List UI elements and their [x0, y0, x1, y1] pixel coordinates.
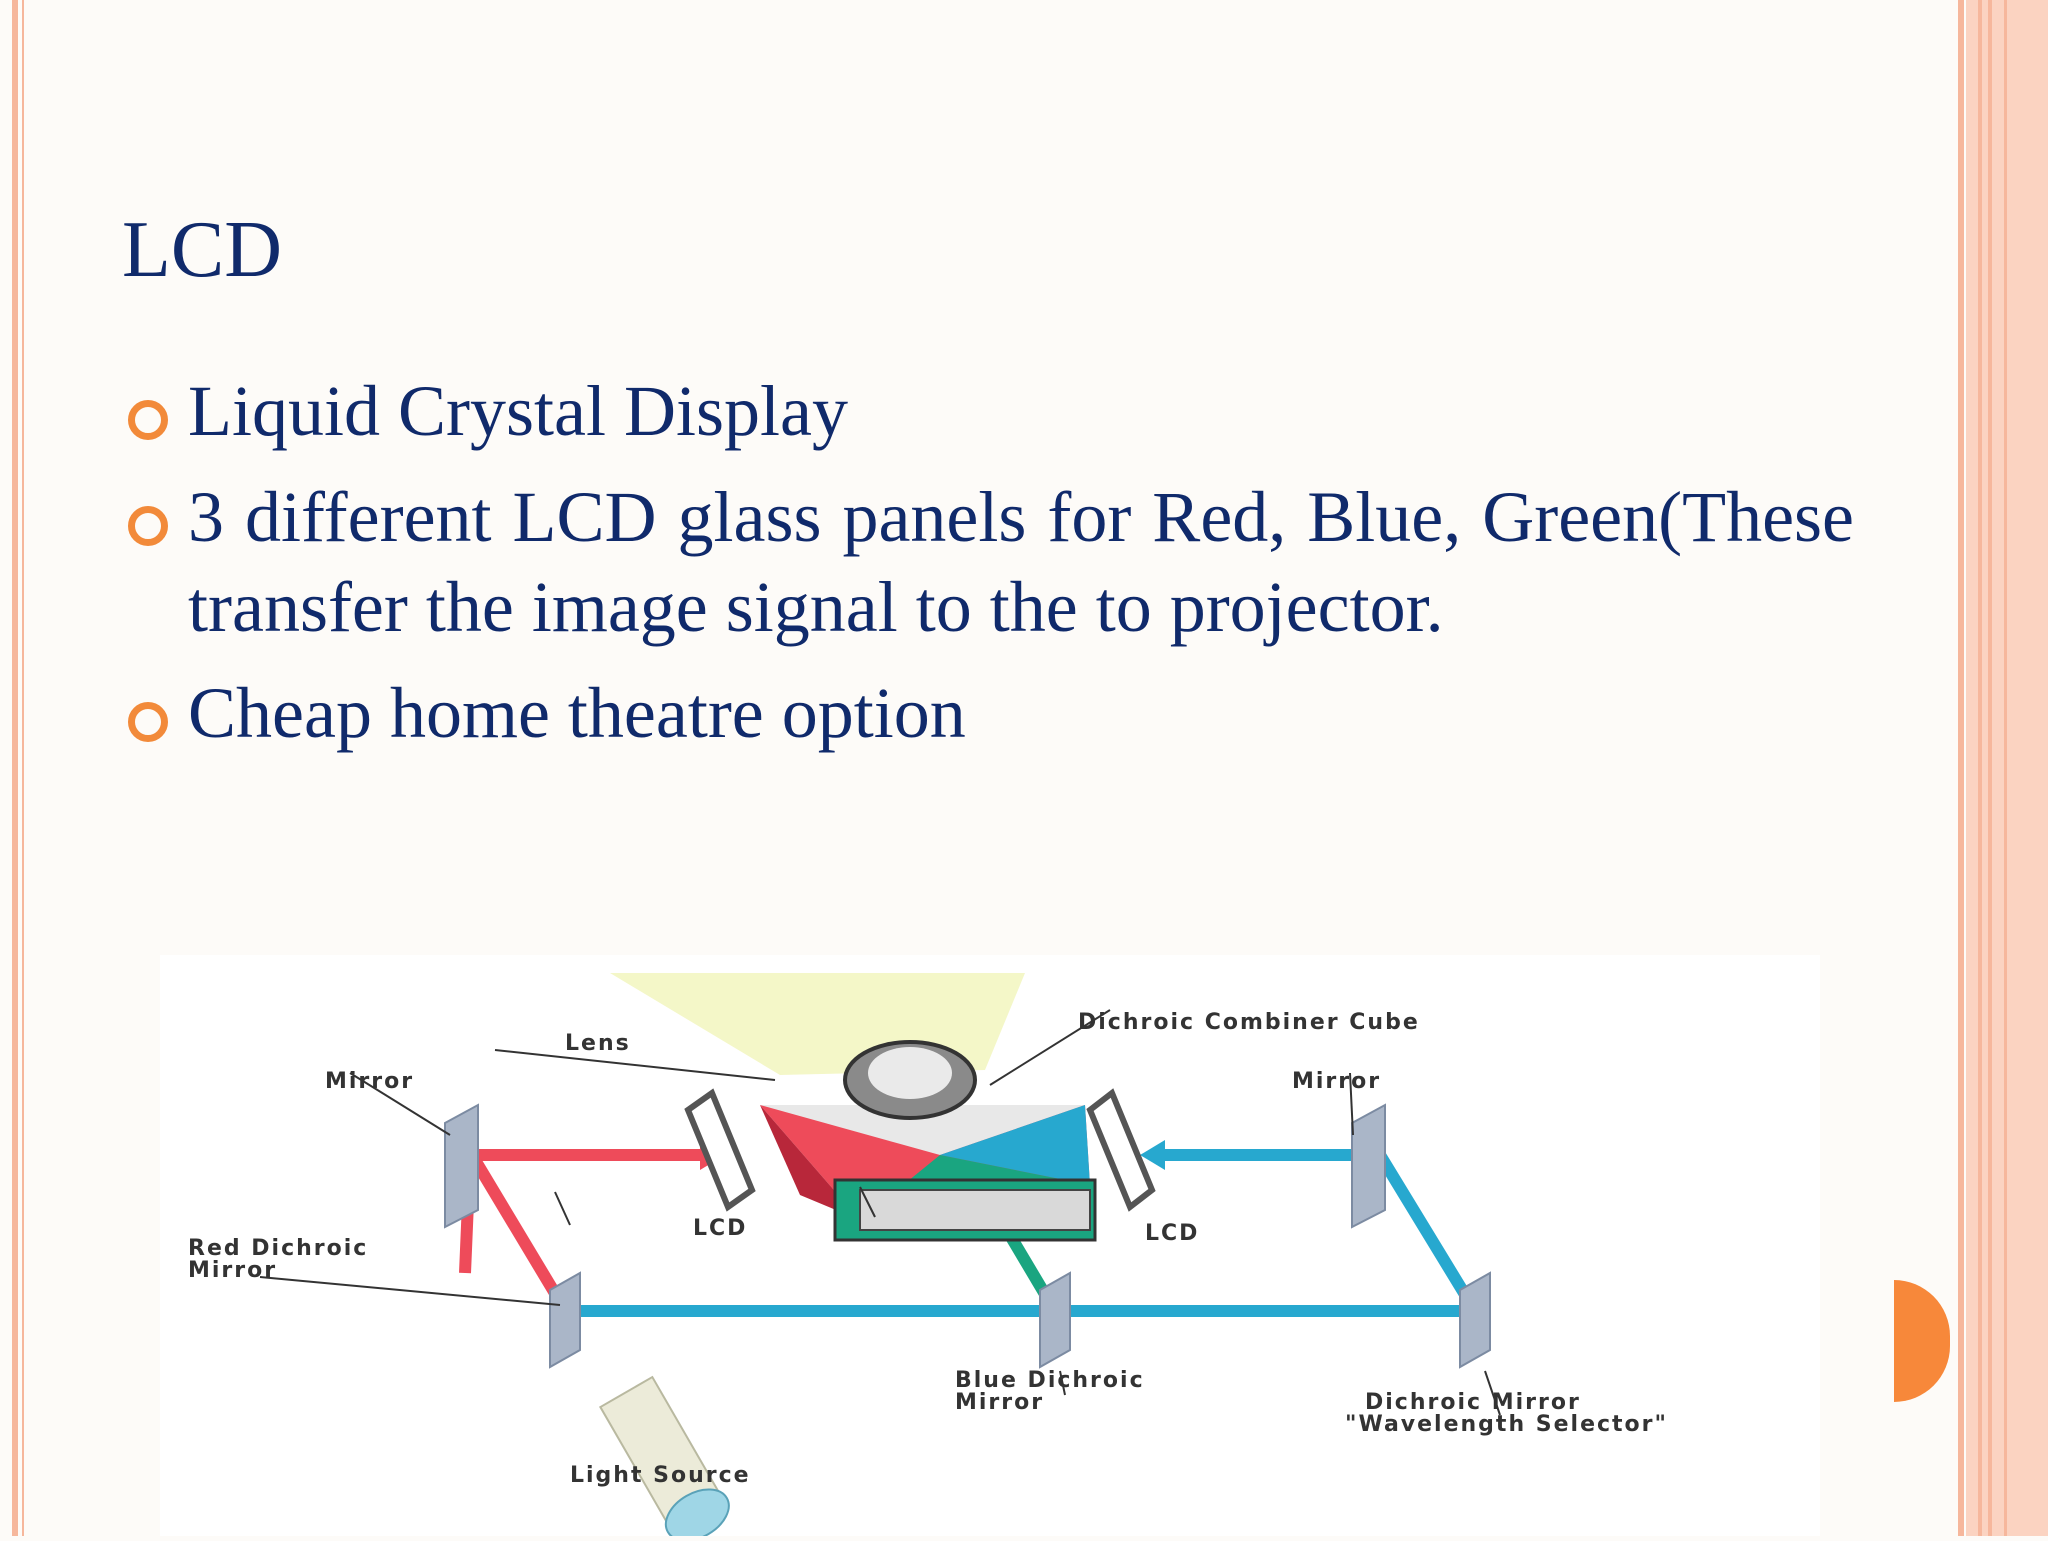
slide-border-right-line	[1988, 0, 1992, 1536]
red-beam-diagonal	[469, 1156, 571, 1314]
combiner-top-face	[760, 1105, 1085, 1155]
selector-leader	[1484, 1370, 1501, 1416]
bullet-text: Liquid Crystal Display	[188, 371, 848, 451]
bullet-circle-icon	[128, 400, 168, 440]
bullet-text: Cheap home theatre option	[188, 673, 966, 753]
label-combiner: Dichroic Combiner Cube	[1078, 1010, 1420, 1035]
combiner-blue-face	[940, 1105, 1090, 1185]
blue-arrow-icon	[1140, 1140, 1165, 1170]
mirror-right	[1351, 1103, 1386, 1229]
bullet-text: 3 different LCD glass panels for Red, Bl…	[188, 477, 1854, 647]
lcd-panel-left	[684, 1088, 756, 1212]
slide-title: LCD	[122, 206, 282, 294]
bullet-list: Liquid Crystal Display 3 different LCD g…	[122, 366, 1854, 774]
label-lcd-left: LCD	[693, 1216, 747, 1241]
label-red-dichroic: Red Dichroic	[188, 1236, 368, 1261]
wavelength-selector-mirror	[1459, 1271, 1491, 1369]
lcd-panel-right	[1086, 1088, 1156, 1212]
light-source-icon	[598, 1375, 730, 1541]
label-light-source: Light Source	[570, 1463, 751, 1488]
combiner-leader	[989, 1009, 1111, 1086]
lens-leader	[494, 1049, 776, 1081]
slide-border-left-thin	[22, 0, 24, 1536]
bullet-circle-icon	[128, 506, 168, 546]
slide-border-right-line	[2004, 0, 2007, 1536]
bullet-item: Cheap home theatre option	[122, 668, 1854, 758]
lcd-right-leader	[859, 1186, 876, 1218]
red-dichroic-mirror	[549, 1271, 581, 1369]
label-selector-2: "Wavelength Selector"	[1345, 1412, 1668, 1437]
slide-border-left	[12, 0, 18, 1536]
label-mirror-right: Mirror	[1292, 1069, 1381, 1094]
label-lcd-right: LCD	[1145, 1221, 1199, 1246]
slide-nav-half-circle	[1894, 1280, 1950, 1402]
diagram-svg: Lens Dichroic Combiner Cube Mirror Mirro…	[188, 973, 1668, 1541]
red-dichroic-leader	[259, 1276, 561, 1306]
mirror-left-leader	[349, 1072, 451, 1136]
slide-border-right-line	[1958, 0, 1964, 1536]
lcd-panel-green-glass	[859, 1189, 1091, 1231]
lens-highlight	[868, 1047, 952, 1099]
red-beam	[459, 1149, 700, 1274]
bullet-circle-icon	[128, 702, 168, 742]
label-blue-dichroic-2: Mirror	[955, 1390, 1044, 1415]
bullet-item: 3 different LCD glass panels for Red, Bl…	[122, 472, 1854, 652]
slide-border-right-line	[1978, 0, 1982, 1536]
label-red-dichroic-2: Mirror	[188, 1258, 277, 1283]
lcd-left-leader	[554, 1191, 571, 1226]
mirror-right-leader	[1349, 1072, 1354, 1136]
label-mirror-left: Mirror	[325, 1069, 414, 1094]
label-lens: Lens	[565, 1031, 631, 1056]
lcd-projector-diagram: Lens Dichroic Combiner Cube Mirror Mirro…	[160, 955, 1820, 1541]
blue-dichroic-mirror	[1039, 1271, 1071, 1369]
label-selector: Dichroic Mirror	[1365, 1390, 1581, 1415]
blue-beam-diagonal	[1374, 1151, 1481, 1315]
label-blue-dichroic: Blue Dichroic	[955, 1368, 1145, 1393]
bullet-item: Liquid Crystal Display	[122, 366, 1854, 456]
mirror-left	[444, 1103, 479, 1229]
blue-dichroic-leader	[1059, 1370, 1066, 1396]
